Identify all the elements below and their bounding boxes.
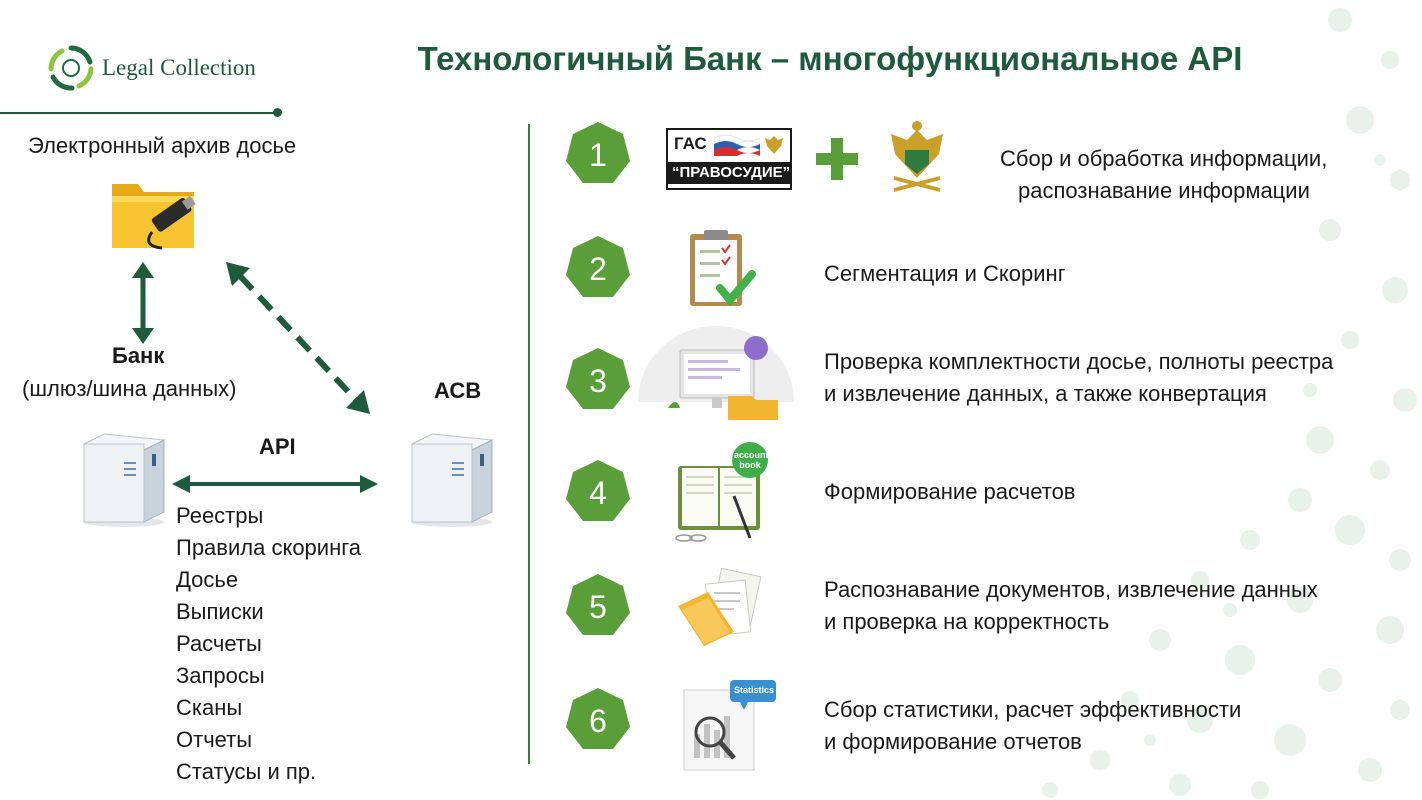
section-divider — [528, 124, 530, 764]
laurel-logo-icon — [48, 45, 94, 91]
list-item: Сканы — [176, 695, 243, 720]
list-item: Реестры — [176, 503, 264, 528]
eagle-emblem-icon — [765, 136, 783, 154]
api-arrow — [172, 475, 378, 493]
statistics-chart-icon: Statistics — [680, 676, 780, 776]
step-badge-2: 2 — [566, 236, 630, 297]
step-6-description: Сбор статистики, расчет эффективности и … — [824, 694, 1241, 758]
account-book-label: account book — [734, 450, 769, 470]
list-item: Статусы и пр. — [176, 759, 317, 784]
list-item: Досье — [176, 567, 239, 592]
step-number: 3 — [589, 363, 607, 399]
gas-pravosudie-logo: ГАС “ПРАВОСУДИЕ” — [666, 128, 792, 190]
list-item: Отчеты — [176, 727, 253, 752]
step-badge-3: 3 — [566, 348, 630, 409]
list-item: Расчеты — [176, 631, 262, 656]
step-desc-line: Распознавание документов, извлечение дан… — [824, 577, 1318, 602]
statistics-label: Statistics — [733, 685, 775, 695]
step-3-description: Проверка комплектности досье, полноты ре… — [824, 346, 1333, 410]
archive-label: Электронный архив досье — [28, 133, 297, 158]
computer-workspace-icon — [638, 326, 794, 420]
book-label-line: book — [739, 460, 761, 470]
documents-folder-icon — [678, 567, 762, 646]
step-desc-line: Сбор и обработка информации, — [1000, 146, 1328, 171]
step-1-description: Сбор и обработка информации, распознаван… — [1000, 143, 1327, 207]
bailiff-service-emblem-icon — [891, 121, 943, 192]
step-desc-line: и формирование отчетов — [824, 729, 1082, 754]
bank-archive-arrow — [132, 262, 154, 344]
step-desc-line: и извлечение данных, а также конвертация — [824, 381, 1267, 406]
step-desc-line: Формирование расчетов — [824, 479, 1076, 504]
step-number: 1 — [589, 137, 607, 173]
step-badge-5: 5 — [566, 574, 630, 635]
api-label: API — [259, 434, 296, 459]
step-desc-line: распознавание информации — [1018, 178, 1310, 203]
header-divider-dot — [273, 108, 282, 117]
header-divider — [0, 112, 277, 114]
step-desc-line: Сбор статистики, расчет эффективности — [824, 697, 1242, 722]
list-item: Выписки — [176, 599, 264, 624]
gas-logo-line2: “ПРАВОСУДИЕ” — [672, 164, 791, 181]
bank-sublabel: (шлюз/шина данных) — [22, 376, 237, 401]
asv-label: АСВ — [434, 378, 482, 403]
step-badge-1: 1 — [566, 122, 630, 183]
account-book-icon: account book — [664, 440, 774, 544]
step-number: 5 — [589, 589, 607, 625]
bank-server-icon — [82, 433, 166, 527]
archive-folder-icon — [112, 184, 196, 250]
step-desc-line: и проверка на корректность — [824, 609, 1110, 634]
russian-flag-icon — [714, 134, 760, 156]
gas-logo-line1: ГАС — [674, 134, 707, 153]
list-item: Правила скоринга — [176, 535, 362, 560]
step-number: 4 — [589, 475, 607, 511]
step-4-description: Формирование расчетов — [824, 476, 1076, 508]
bank-label: Банк — [112, 343, 165, 368]
clipboard-check-icon — [690, 230, 756, 307]
step-desc-line: Проверка комплектности досье, полноты ре… — [824, 349, 1334, 374]
plus-icon — [816, 138, 858, 180]
page-title: Технологичный Банк – многофункциональное… — [417, 40, 1243, 77]
logo-text: Legal Collection — [102, 55, 256, 80]
list-item: Запросы — [176, 663, 265, 688]
api-data-list: Реестры Правила скоринга Досье Выписки Р… — [176, 500, 361, 788]
step-desc-line: Сегментация и Скоринг — [824, 261, 1066, 286]
step-number: 6 — [589, 703, 607, 739]
book-label-line: account — [734, 450, 769, 460]
step-badge-6: 6 — [566, 688, 630, 749]
brand-logo: Legal Collection — [46, 42, 286, 94]
asv-server-icon — [410, 433, 494, 527]
step-5-description: Распознавание документов, извлечение дан… — [824, 574, 1318, 638]
step-2-description: Сегментация и Скоринг — [824, 258, 1066, 290]
asv-archive-dashed-arrow — [226, 262, 370, 414]
step-number: 2 — [589, 251, 607, 287]
step-badge-4: 4 — [566, 460, 630, 521]
